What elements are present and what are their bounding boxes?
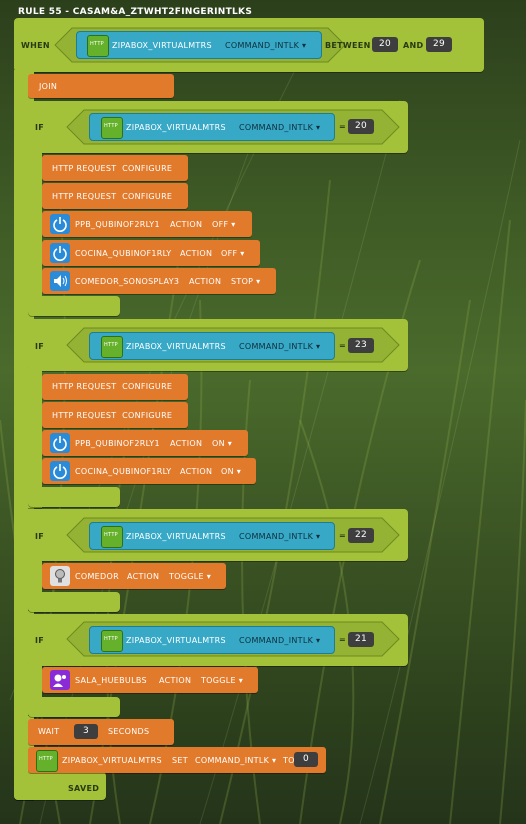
when-device-name: ZIPABOX_VIRTUALMTRS	[112, 41, 212, 50]
if-label-1: IF	[35, 123, 45, 132]
power-icon	[50, 433, 70, 453]
join-block[interactable]	[28, 74, 174, 98]
action-value-dropdown[interactable]: ON	[221, 467, 241, 476]
if-block-1-spine	[28, 150, 42, 312]
action-label: ACTION	[189, 277, 222, 286]
http-icon: HTTP	[101, 336, 123, 358]
bulb-icon	[50, 566, 70, 586]
if-label-3: IF	[35, 532, 45, 541]
if-block-1-footer	[28, 296, 120, 316]
action-value-dropdown[interactable]: OFF	[212, 220, 236, 229]
http-request-label: HTTP REQUEST	[52, 382, 117, 391]
if-2-device-name: ZIPABOX_VIRTUALMTRS	[126, 342, 226, 351]
power-icon	[50, 243, 70, 263]
http-request-block-1[interactable]	[42, 155, 188, 181]
http-request-block-4[interactable]	[42, 402, 188, 428]
set-block[interactable]	[28, 747, 326, 773]
between-to-input[interactable]: 29	[426, 37, 452, 52]
http-request-label: HTTP REQUEST	[52, 411, 117, 420]
if-block-3-footer	[28, 592, 120, 612]
if-4-attribute-dropdown[interactable]: COMMAND_INTLK	[239, 636, 320, 645]
set-device-name: ZIPABOX_VIRTUALMTRS	[62, 756, 162, 765]
device-name: SALA_HUEBULBS	[75, 676, 147, 685]
set-attribute-dropdown[interactable]: COMMAND_INTLK	[195, 756, 276, 765]
http-request-block-2[interactable]	[42, 183, 188, 209]
between-label: BETWEEN	[325, 41, 371, 50]
device-name: PPB_QUBINOF2RLY1	[75, 439, 160, 448]
action-label: ACTION	[127, 572, 160, 581]
wait-label: WAIT	[38, 727, 60, 736]
hue-icon	[50, 670, 70, 690]
and-label: AND	[403, 41, 424, 50]
if-label-2: IF	[35, 342, 45, 351]
when-block-footer	[14, 772, 106, 800]
if-1-value-input[interactable]: 20	[348, 119, 374, 134]
seconds-label: SECONDS	[108, 727, 150, 736]
if-4-device-name: ZIPABOX_VIRTUALMTRS	[126, 636, 226, 645]
action-label: ACTION	[180, 249, 213, 258]
if-block-4-footer	[28, 697, 120, 717]
http-request-label: HTTP REQUEST	[52, 192, 117, 201]
to-label: TO	[283, 756, 295, 765]
if-2-attribute-dropdown[interactable]: COMMAND_INTLK	[239, 342, 320, 351]
if-label-4: IF	[35, 636, 45, 645]
action-value-dropdown[interactable]: TOGGLE	[169, 572, 211, 581]
wait-value-input[interactable]: 3	[74, 724, 98, 739]
device-name: COMEDOR_SONOSPLAY3	[75, 277, 180, 286]
device-name: PPB_QUBINOF2RLY1	[75, 220, 160, 229]
if-block-2-footer	[28, 487, 120, 507]
http-icon: HTTP	[87, 35, 109, 57]
set-label: SET	[172, 756, 188, 765]
http-request-label: HTTP REQUEST	[52, 164, 117, 173]
http-icon: HTTP	[101, 630, 123, 652]
when-label: WHEN	[21, 41, 50, 50]
if-3-equals: =	[339, 531, 347, 540]
power-icon	[50, 214, 70, 234]
if-3-attribute-dropdown[interactable]: COMMAND_INTLK	[239, 532, 320, 541]
http-icon: HTTP	[36, 750, 58, 772]
device-name: COCINA_QUBINOF1RLY	[75, 249, 172, 258]
configure-dropdown[interactable]: CONFIGURE	[122, 411, 173, 420]
device-name: COCINA_QUBINOF1RLY	[75, 467, 172, 476]
action-value-dropdown[interactable]: OFF	[221, 249, 245, 258]
http-icon: HTTP	[101, 526, 123, 548]
action-label: ACTION	[180, 467, 213, 476]
between-from-input[interactable]: 20	[372, 37, 398, 52]
action-label: ACTION	[159, 676, 192, 685]
when-attribute-dropdown[interactable]: COMMAND_INTLK	[225, 41, 306, 50]
join-label: JOIN	[39, 82, 58, 91]
http-icon: HTTP	[101, 117, 123, 139]
device-name: COMEDOR	[75, 572, 119, 581]
configure-dropdown[interactable]: CONFIGURE	[122, 192, 173, 201]
set-value-input[interactable]: 0	[294, 752, 318, 767]
action-label: ACTION	[170, 439, 203, 448]
if-3-value-input[interactable]: 22	[348, 528, 374, 543]
if-block-2-spine	[28, 368, 42, 508]
if-1-device-name: ZIPABOX_VIRTUALMTRS	[126, 123, 226, 132]
speaker-icon	[50, 271, 70, 291]
if-1-attribute-dropdown[interactable]: COMMAND_INTLK	[239, 123, 320, 132]
if-4-value-input[interactable]: 21	[348, 632, 374, 647]
action-label: ACTION	[170, 220, 203, 229]
if-2-value-input[interactable]: 23	[348, 338, 374, 353]
configure-dropdown[interactable]: CONFIGURE	[122, 164, 173, 173]
configure-dropdown[interactable]: CONFIGURE	[122, 382, 173, 391]
if-2-condition-block[interactable]	[89, 332, 335, 360]
if-4-equals: =	[339, 635, 347, 644]
saved-status: SAVED	[68, 784, 100, 793]
http-request-block-3[interactable]	[42, 374, 188, 400]
if-2-equals: =	[339, 341, 347, 350]
power-icon	[50, 461, 70, 481]
if-1-equals: =	[339, 122, 347, 131]
action-value-dropdown[interactable]: ON	[212, 439, 232, 448]
if-3-device-name: ZIPABOX_VIRTUALMTRS	[126, 532, 226, 541]
action-value-dropdown[interactable]: TOGGLE	[201, 676, 243, 685]
rule-title: RULE 55 - CASAM&A_ZTWHT2FINGERINTLKS	[18, 7, 253, 17]
action-value-dropdown[interactable]: STOP	[231, 277, 260, 286]
wait-block[interactable]	[28, 719, 174, 745]
